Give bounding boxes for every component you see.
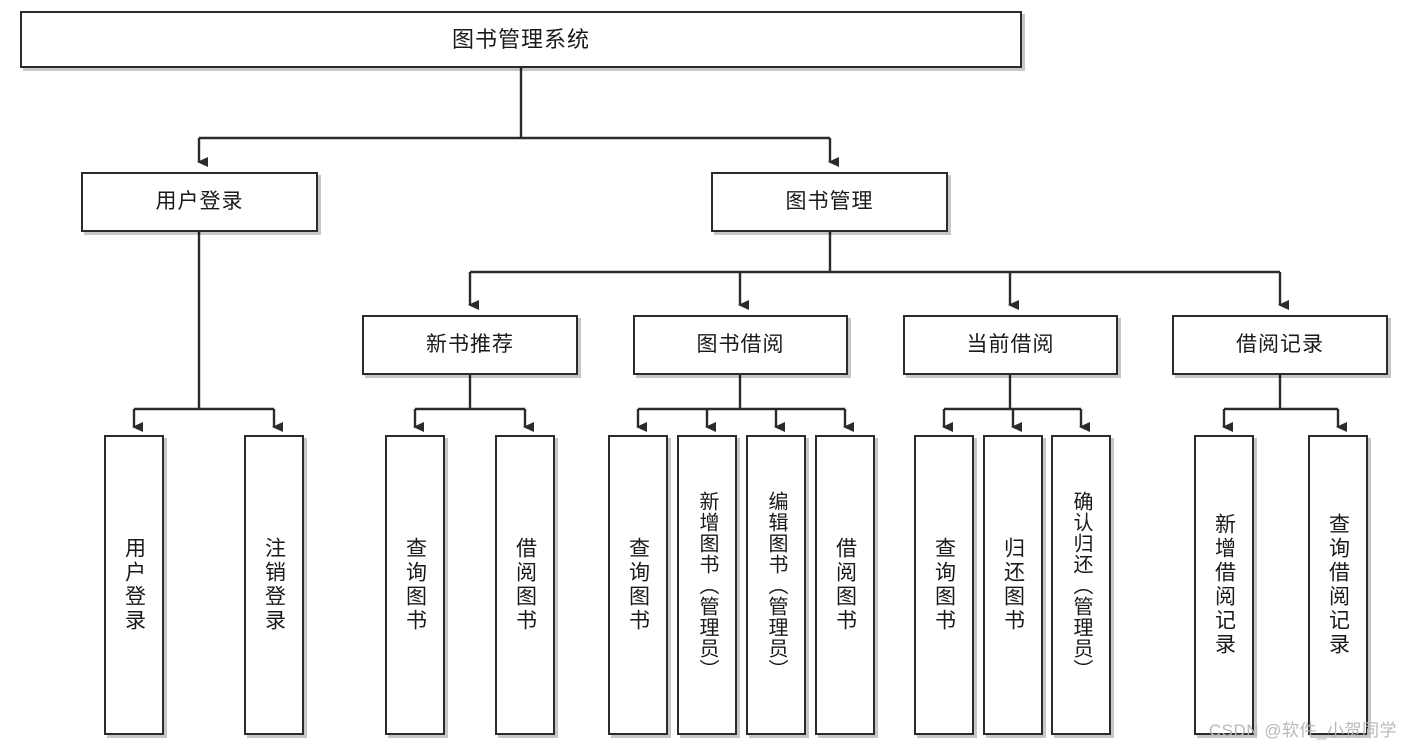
node-user-login-label: 用户登录: [155, 189, 244, 213]
node-book-management[interactable]: 图书管理: [711, 172, 948, 232]
leaf-borrow-book-2-label: 借阅图书: [833, 537, 857, 633]
leaf-query-book-3[interactable]: 查询图书: [914, 435, 974, 735]
leaf-add-book-admin-label: 新增图书（管理员）: [696, 490, 718, 680]
node-book-management-label: 图书管理: [785, 189, 874, 213]
leaf-borrow-book-1-label: 借阅图书: [513, 537, 537, 633]
leaf-logout-label: 注销登录: [262, 537, 286, 633]
leaf-confirm-return-admin-label: 确认归还（管理员）: [1070, 490, 1092, 680]
leaf-return-book[interactable]: 归还图书: [983, 435, 1043, 735]
node-root-label: 图书管理系统: [451, 26, 590, 52]
leaf-logout[interactable]: 注销登录: [244, 435, 304, 735]
leaf-query-book-3-label: 查询图书: [932, 537, 956, 633]
leaf-query-book-2-label: 查询图书: [626, 537, 650, 633]
node-borrow-record-label: 借阅记录: [1236, 332, 1324, 356]
leaf-add-borrow-record[interactable]: 新增借阅记录: [1194, 435, 1254, 735]
leaf-query-book-2[interactable]: 查询图书: [608, 435, 668, 735]
leaf-confirm-return-admin[interactable]: 确认归还（管理员）: [1051, 435, 1111, 735]
node-user-login[interactable]: 用户登录: [81, 172, 318, 232]
node-book-borrow-label: 图书借阅: [696, 332, 785, 356]
leaf-add-book-admin[interactable]: 新增图书（管理员）: [677, 435, 737, 735]
leaf-query-book-1-label: 查询图书: [403, 537, 427, 633]
leaf-add-borrow-record-label: 新增借阅记录: [1212, 513, 1236, 657]
leaf-user-login[interactable]: 用户登录: [104, 435, 164, 735]
node-borrow-record[interactable]: 借阅记录: [1172, 315, 1388, 375]
node-book-borrow[interactable]: 图书借阅: [633, 315, 848, 375]
leaf-edit-book-admin-label: 编辑图书（管理员）: [765, 490, 787, 680]
watermark: CSDN @软件_小贺同学: [1208, 721, 1397, 740]
leaf-return-book-label: 归还图书: [1001, 537, 1025, 633]
leaf-user-login-label: 用户登录: [122, 537, 146, 633]
node-new-book-recommend-label: 新书推荐: [426, 332, 514, 356]
node-new-book-recommend[interactable]: 新书推荐: [362, 315, 578, 375]
leaf-query-borrow-record[interactable]: 查询借阅记录: [1308, 435, 1368, 735]
node-current-borrow[interactable]: 当前借阅: [903, 315, 1118, 375]
node-root[interactable]: 图书管理系统: [20, 11, 1022, 68]
leaf-borrow-book-2[interactable]: 借阅图书: [815, 435, 875, 735]
leaf-query-book-1[interactable]: 查询图书: [385, 435, 445, 735]
leaf-borrow-book-1[interactable]: 借阅图书: [495, 435, 555, 735]
leaf-edit-book-admin[interactable]: 编辑图书（管理员）: [746, 435, 806, 735]
node-current-borrow-label: 当前借阅: [966, 332, 1055, 356]
leaf-query-borrow-record-label: 查询借阅记录: [1326, 513, 1350, 657]
